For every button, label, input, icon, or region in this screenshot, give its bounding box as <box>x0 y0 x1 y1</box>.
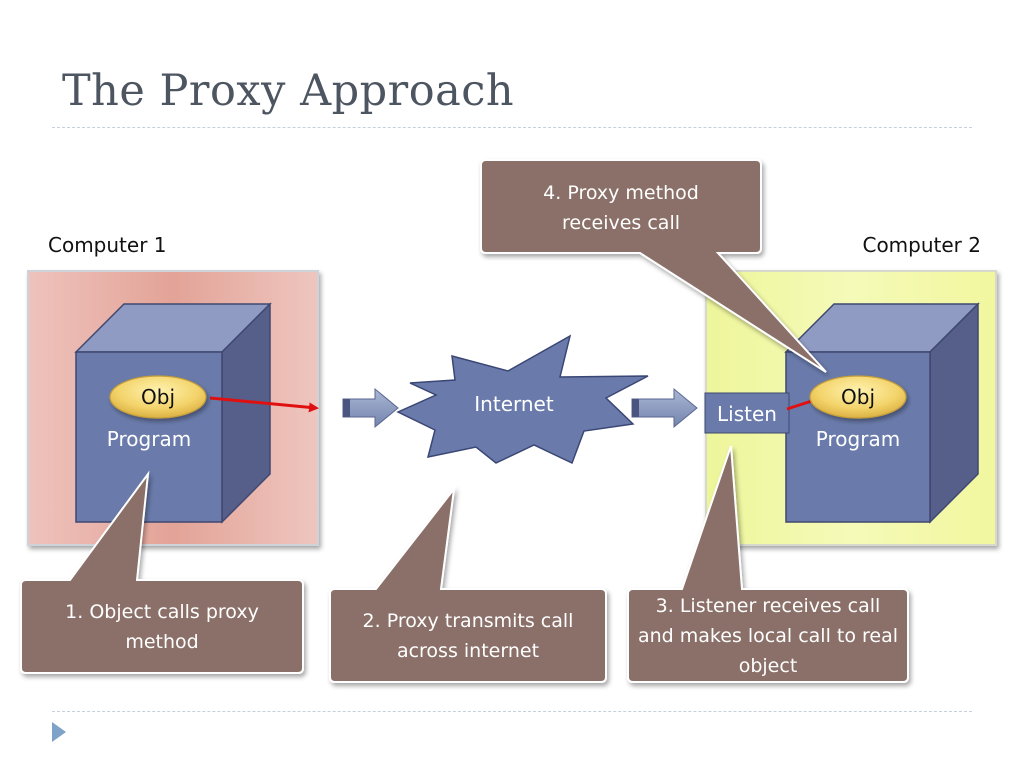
obj-oval-computer-2 <box>809 375 907 419</box>
computer-2-program-cube <box>784 302 980 524</box>
obj-oval-computer-1 <box>109 375 207 419</box>
call-arrow-computer-1 <box>209 396 319 413</box>
callout-3-text: 3. Listener receives call and makes loca… <box>638 595 899 677</box>
callout-3-shape <box>627 445 909 683</box>
listener-box <box>704 392 790 434</box>
computer-2-label: Computer 2 <box>862 233 981 257</box>
callout-2-shape <box>329 485 607 683</box>
title-divider <box>52 127 972 128</box>
program-label-computer-1: Program <box>106 427 192 451</box>
slide-title: The Proxy Approach <box>62 66 515 116</box>
block-arrow-left-icon <box>342 387 399 429</box>
listener-label: Listen <box>717 402 777 426</box>
block-arrow-right-icon <box>631 387 698 429</box>
footer-divider <box>52 711 972 712</box>
obj-label-computer-1: Obj <box>141 385 175 409</box>
callout-1-text: 1. Object calls proxy method <box>65 601 259 653</box>
callout-2-text: 2. Proxy transmits call across internet <box>362 610 574 662</box>
computer-1-program-cube <box>74 302 272 524</box>
callout-4-shape <box>480 159 827 373</box>
internet-burst-icon <box>396 334 649 465</box>
program-label-computer-2: Program <box>815 427 901 451</box>
computer-1-label: Computer 1 <box>48 233 167 257</box>
triangle-bullet-icon <box>52 722 66 742</box>
callout-1-shape <box>20 470 304 674</box>
callout-4-text: 4. Proxy method receives call <box>543 182 699 234</box>
obj-label-computer-2: Obj <box>841 385 875 409</box>
internet-label: Internet <box>474 392 554 416</box>
